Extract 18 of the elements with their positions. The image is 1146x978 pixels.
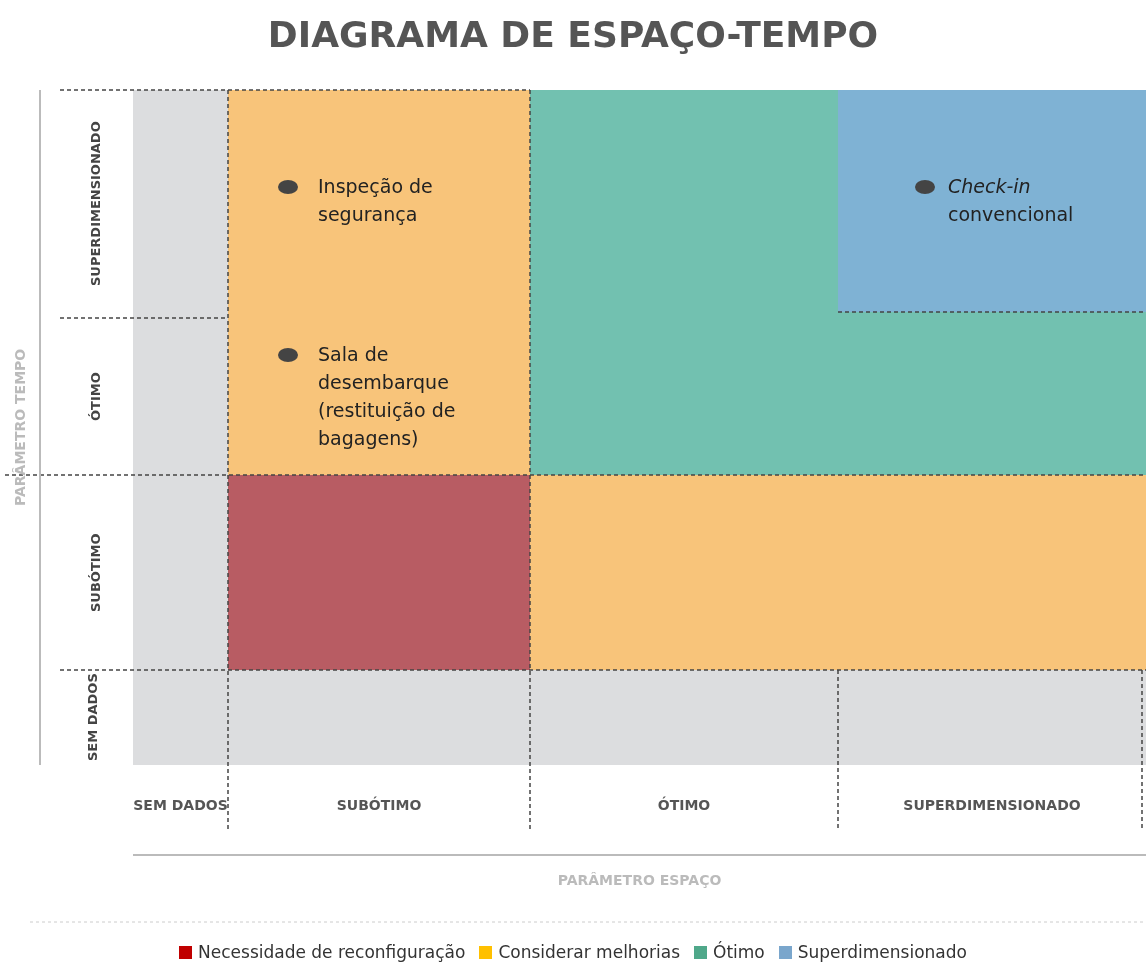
legend-text: Considerar melhorias xyxy=(498,942,681,962)
axis-tick-label: SUBÓTIMO xyxy=(335,795,423,815)
axis-tick-label: SUPERDIMENSIONADO xyxy=(86,120,104,289)
axis-tick-label: ÓTIMO xyxy=(656,795,712,815)
legend-text: Superdimensionado xyxy=(797,942,967,962)
diagram-title: DIAGRAMA DE ESPAÇO-TEMPO xyxy=(266,14,880,55)
point-label: Sala de desembarque (restituição de bagagens) xyxy=(318,342,457,451)
axis-tick-label: SUBÓTIMO xyxy=(86,532,104,614)
legend-text: Necessidade de reconfiguração xyxy=(198,942,466,962)
legend-text: Ótimo xyxy=(713,942,765,962)
point-label: Check-in convencional xyxy=(948,174,1075,227)
point-label: Inspeção de segurança xyxy=(318,174,434,227)
axis-title: PARÂMETRO ESPAÇO xyxy=(556,871,723,890)
axis-tick-label: SEM DADOS xyxy=(83,672,101,764)
axis-tick-label: ÓTIMO xyxy=(86,371,104,423)
axis-title: PARÂMETRO TEMPO xyxy=(11,347,29,509)
axis-tick-label: SUPERDIMENSIONADO xyxy=(902,796,1082,815)
axis-tick-label: SEM DADOS xyxy=(133,796,228,815)
